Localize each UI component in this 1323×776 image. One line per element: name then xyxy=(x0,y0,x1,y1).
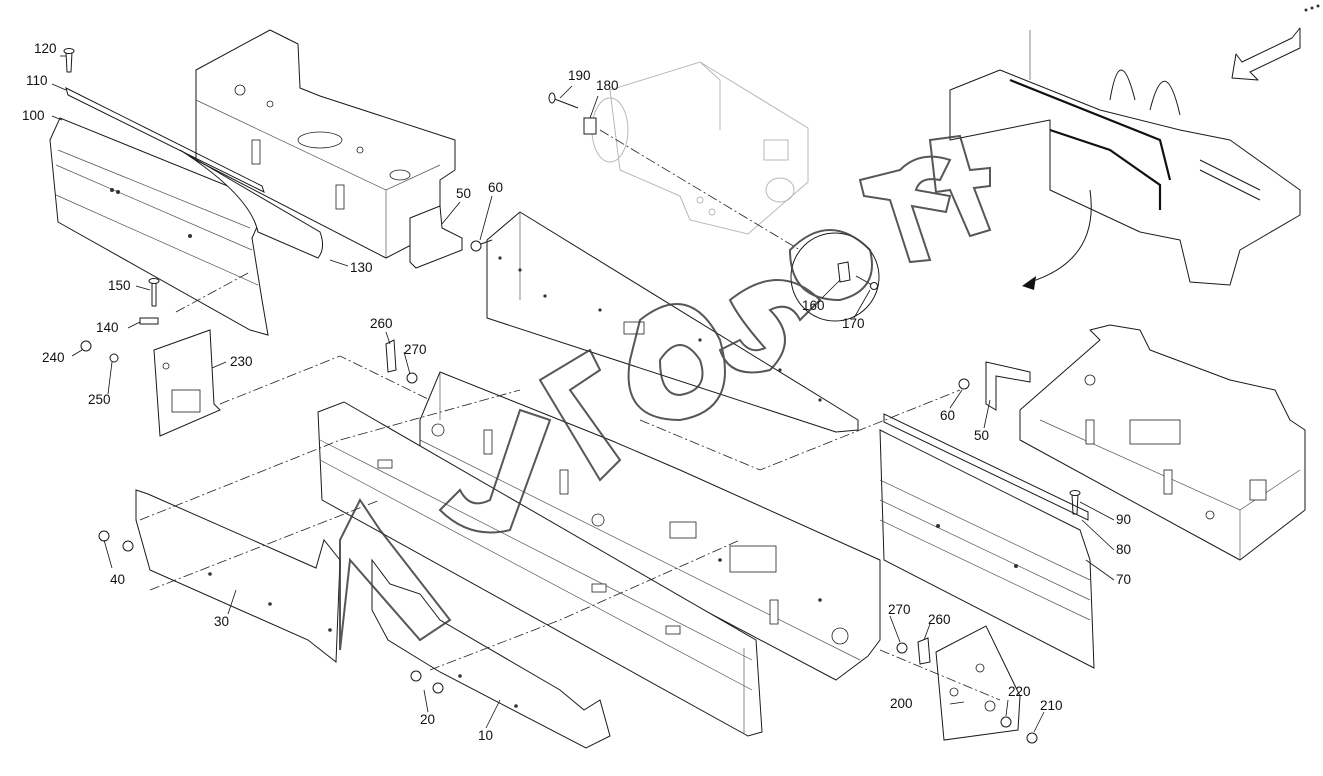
callout-leaders xyxy=(51,55,1115,733)
callout-150: 150 xyxy=(108,278,131,293)
overview-machine xyxy=(949,4,1320,290)
callout-270-bottom: 270 xyxy=(888,602,911,617)
left-small-plate xyxy=(80,278,221,437)
callout-260-top: 260 xyxy=(370,316,393,331)
detail-view-circle xyxy=(790,232,880,322)
callout-80: 80 xyxy=(1116,542,1131,557)
assembly-centerlines xyxy=(139,129,1001,701)
callout-30: 30 xyxy=(214,614,229,629)
front-cover-panel xyxy=(317,401,763,737)
callout-50-top: 50 xyxy=(456,186,471,201)
callout-130: 130 xyxy=(350,260,373,275)
callout-240: 240 xyxy=(42,350,65,365)
callout-labels: 120 110 100 130 50 60 190 180 150 140 24… xyxy=(22,41,1131,743)
callout-260-bottom: 260 xyxy=(928,612,951,627)
lower-right-plate xyxy=(896,625,1038,744)
autosoft-watermark xyxy=(339,134,992,651)
callout-40: 40 xyxy=(110,572,125,587)
callout-90: 90 xyxy=(1116,512,1131,527)
callout-160: 160 xyxy=(802,298,825,313)
left-frame-block xyxy=(195,29,493,269)
callout-110: 110 xyxy=(26,73,48,88)
callout-10: 10 xyxy=(478,728,493,743)
center-back-plate xyxy=(486,211,859,433)
engine-block-ghost xyxy=(548,61,809,235)
callout-270-top: 270 xyxy=(404,342,427,357)
callout-220: 220 xyxy=(1008,684,1031,699)
callout-180: 180 xyxy=(596,78,619,93)
callout-100: 100 xyxy=(22,108,45,123)
upper-left-cover-assembly xyxy=(49,48,324,336)
callout-20: 20 xyxy=(420,712,435,727)
right-frame-block xyxy=(958,324,1306,561)
callout-250: 250 xyxy=(88,392,111,407)
callout-200: 200 xyxy=(890,696,913,711)
callout-170: 170 xyxy=(842,316,865,331)
lower-left-plates xyxy=(98,489,611,749)
callout-70: 70 xyxy=(1116,572,1131,587)
callout-60-right: 60 xyxy=(940,408,955,423)
callout-50-right: 50 xyxy=(974,428,989,443)
callout-140: 140 xyxy=(96,320,119,335)
callout-120: 120 xyxy=(34,41,57,56)
callout-190: 190 xyxy=(568,68,591,83)
callout-230: 230 xyxy=(230,354,253,369)
right-side-cover xyxy=(879,413,1095,669)
callout-210: 210 xyxy=(1040,698,1063,713)
callout-60-top: 60 xyxy=(488,180,503,195)
